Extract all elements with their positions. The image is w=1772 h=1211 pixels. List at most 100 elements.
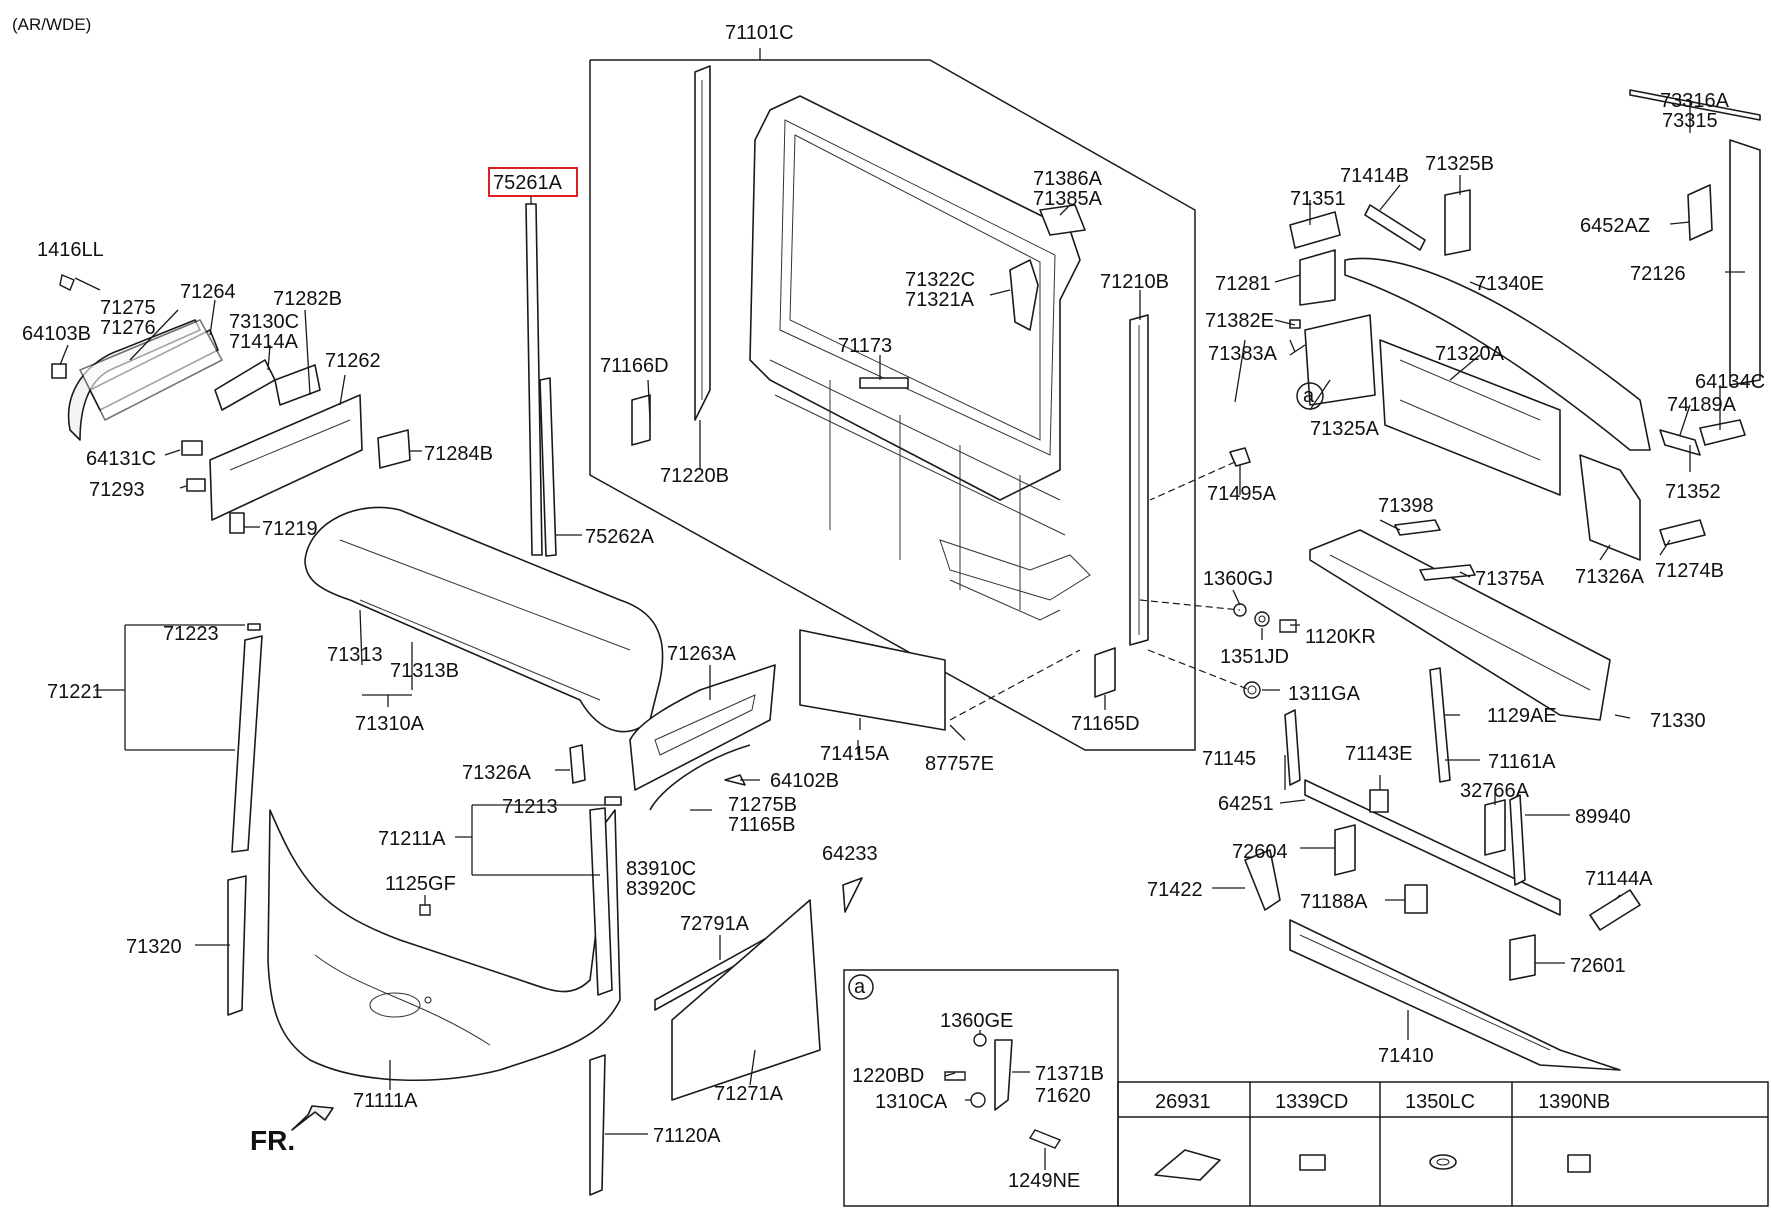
table-col-3: 1350LC [1405,1091,1475,1113]
label-71325A: 71325A [1310,418,1380,440]
label-71223: 71223 [163,623,219,645]
label-71422: 71422 [1147,879,1203,901]
label-73315: 73315 [1662,110,1718,132]
label-75262A: 75262A [585,526,655,548]
table-col-4: 1390NB [1538,1091,1610,1113]
label-71161A: 71161A [1488,751,1556,773]
label-71398: 71398 [1378,495,1434,517]
label-71173: 71173 [838,335,892,357]
label-75261A: 75261A [493,172,563,194]
table-col-1: 26931 [1155,1091,1211,1113]
hardware-table [1117,1081,1769,1207]
label-71293: 71293 [89,479,145,501]
label-71120A: 71120A [653,1125,721,1147]
label-83920C: 83920C [626,878,696,900]
label-64131C: 64131C [86,448,156,470]
label-71326Ar: 71326A [1575,566,1645,588]
label-71271A: 71271A [714,1083,784,1105]
label-64233: 64233 [822,843,878,865]
label-1125GF: 1125GF [385,873,456,895]
label-71310A: 71310A [355,713,425,735]
label-71275B: 71275B [728,794,797,816]
label-71188A: 71188A [1300,891,1368,913]
inset-marker-label: a [1303,385,1315,407]
label-71262: 71262 [325,350,381,372]
label-73316A: 73316A [1660,90,1730,112]
label-71276: 71276 [100,317,156,339]
label-71495A: 71495A [1207,483,1277,505]
label-71352: 71352 [1665,481,1721,503]
label-71326A: 71326A [462,762,532,784]
label-71213: 71213 [502,796,558,818]
label-71320: 71320 [126,936,182,958]
label-87757E: 87757E [925,753,994,775]
label-71211A: 71211A [378,828,446,850]
front-label: FR. [250,1125,295,1156]
label-71351: 71351 [1290,188,1346,210]
label-71382E: 71382E [1205,310,1274,332]
label-71320A: 71320A [1435,343,1505,365]
label-71340E: 71340E [1475,273,1544,295]
table-headers: 26931 1339CD 1350LC 1390NB [1155,1091,1610,1113]
label-71325B: 71325B [1425,153,1494,175]
label-71281: 71281 [1215,273,1271,295]
label-1249NE: 1249NE [1008,1170,1080,1192]
label-71263A: 71263A [667,643,737,665]
label-32766A: 32766A [1460,780,1530,802]
label-64134C: 64134C [1695,371,1765,393]
label-71330: 71330 [1650,710,1706,732]
label-71165D: 71165D [1071,713,1140,735]
label-83910C: 83910C [626,858,696,880]
label-6452AZ: 6452AZ [1580,215,1650,237]
label-71385A: 71385A [1033,188,1103,210]
lower-panel-group [654,877,863,1101]
label-1220BD: 1220BD [852,1065,924,1087]
label-71410: 71410 [1378,1045,1434,1067]
label-71219: 71219 [262,518,318,540]
inset-marker-a [1296,382,1324,410]
label-71313B: 71313B [390,660,459,682]
upper-frame-assembly [589,48,1297,751]
label-1351JD: 1351JD [1220,646,1289,668]
lower-right-assembly [1244,519,1641,1071]
weatherstrip-group [488,167,578,557]
rear-upper-panel [629,629,946,811]
label-71414B: 71414B [1340,165,1409,187]
label-71414A: 71414A [229,331,299,353]
label-71386A: 71386A [1033,168,1103,190]
inset-marker-label-box: a [854,976,866,998]
side-panel-group [51,274,411,534]
highlight-box [488,167,578,197]
front-direction-indicator [291,1105,334,1131]
label-71221: 71221 [47,681,103,703]
label-71264: 71264 [180,281,236,303]
label-71274B: 71274B [1655,560,1724,582]
label-71210B: 71210B [1100,271,1169,293]
label-71165B: 71165B [728,814,795,836]
model-code: (AR/WDE) [12,15,91,34]
label-72126: 72126 [1630,263,1686,285]
label-1311GA: 1311GA [1288,683,1361,705]
label-71101C: 71101C [725,22,794,44]
label-71371B: 71371B [1035,1063,1104,1085]
label-1310CA: 1310CA [875,1091,948,1113]
label-71620: 71620 [1035,1085,1091,1107]
label-72791A: 72791A [680,913,750,935]
label-64103B: 64103B [22,323,91,345]
label-71220B: 71220B [660,465,729,487]
label-71143E: 71143E [1345,743,1412,765]
right-assembly [1289,89,1761,561]
label-71275: 71275 [100,297,156,319]
label-71282B: 71282B [273,288,342,310]
label-89940: 89940 [1575,806,1631,828]
label-71415A: 71415A [820,743,890,765]
part-labels: 1416LL 71275 71276 64103B 71264 73130C 7… [22,22,1765,1147]
label-64102B: 64102B [770,770,839,792]
inset-labels: a 1360GE 1220BD 1310CA 71371B 71620 1249… [852,976,1104,1192]
fastener-inset [843,969,1119,1207]
label-71313: 71313 [327,644,383,666]
label-71144A: 71144A [1585,868,1653,890]
roof-spoiler [304,506,664,733]
label-71375A: 71375A [1475,568,1545,590]
